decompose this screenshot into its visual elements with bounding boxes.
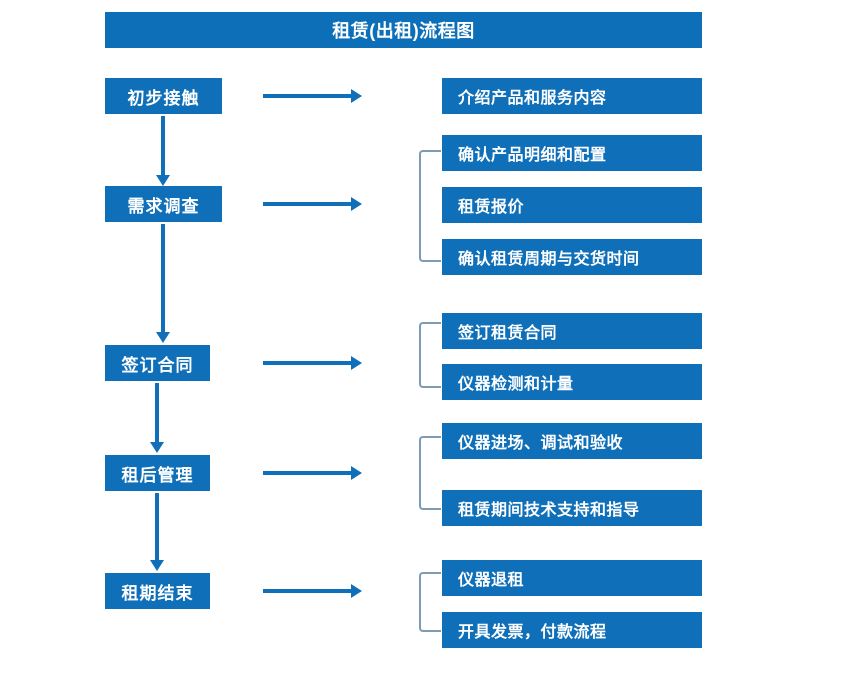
group-bracket-post-rental-management [419, 436, 441, 510]
diagram-title: 租赁(出租)流程图 [105, 12, 702, 48]
detail-box-invoice-payment[interactable]: 开具发票，付款流程 [442, 612, 702, 648]
stage-box-post-rental-management[interactable]: 租后管理 [105, 455, 210, 491]
group-bracket-sign-contract [419, 322, 441, 388]
detail-box-introduce-products[interactable]: 介绍产品和服务内容 [442, 78, 702, 114]
group-bracket-needs-survey [419, 150, 441, 262]
horizontal-arrow-rental-end [263, 584, 362, 598]
horizontal-arrow-needs-survey [263, 197, 362, 211]
horizontal-arrow-initial-contact [263, 89, 362, 103]
detail-box-sign-rental-contract[interactable]: 签订租赁合同 [442, 313, 702, 349]
vertical-arrow-management-to-end [150, 493, 164, 571]
stage-box-initial-contact[interactable]: 初步接触 [105, 78, 222, 114]
detail-box-instrument-return[interactable]: 仪器退租 [442, 560, 702, 596]
vertical-arrow-contract-to-management [150, 383, 164, 453]
detail-box-instrument-installation[interactable]: 仪器进场、调试和验收 [442, 423, 702, 459]
vertical-arrow-survey-to-contract [156, 224, 170, 343]
group-bracket-rental-end [419, 572, 441, 632]
stage-box-sign-contract[interactable]: 签订合同 [105, 345, 210, 381]
detail-box-instrument-inspection[interactable]: 仪器检测和计量 [442, 364, 702, 400]
stage-box-rental-end[interactable]: 租期结束 [105, 573, 210, 609]
horizontal-arrow-sign-contract [263, 356, 362, 370]
horizontal-arrow-post-rental-management [263, 466, 362, 480]
stage-box-needs-survey[interactable]: 需求调查 [105, 186, 222, 222]
detail-box-technical-support[interactable]: 租赁期间技术支持和指导 [442, 490, 702, 526]
detail-box-rental-quotation[interactable]: 租赁报价 [442, 187, 702, 223]
vertical-arrow-initial-to-survey [156, 116, 170, 186]
detail-box-confirm-rental-period[interactable]: 确认租赁周期与交货时间 [442, 239, 702, 275]
detail-box-confirm-product-details[interactable]: 确认产品明细和配置 [442, 135, 702, 171]
